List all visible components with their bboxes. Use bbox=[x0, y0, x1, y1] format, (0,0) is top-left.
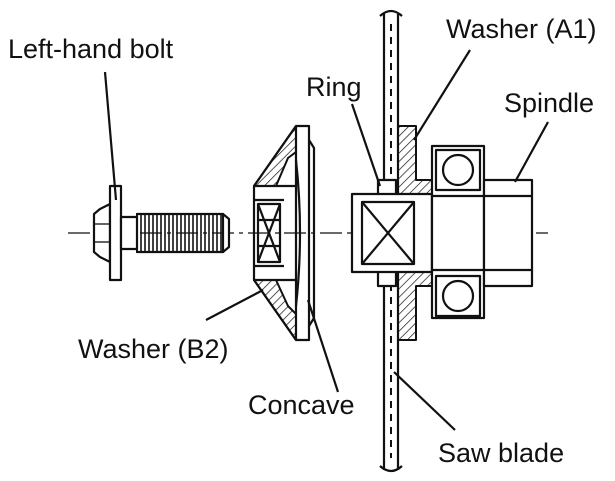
leader-saw-blade bbox=[393, 371, 456, 431]
leader-lines bbox=[103, 49, 549, 431]
label-washer-a1: Washer (A1) bbox=[446, 14, 597, 44]
label-ring: Ring bbox=[306, 72, 362, 102]
leader-ring bbox=[350, 103, 382, 187]
leader-washer-b2 bbox=[205, 289, 264, 321]
spindle-hub bbox=[350, 192, 434, 274]
leader-spindle bbox=[514, 121, 549, 183]
label-washer-b2: Washer (B2) bbox=[78, 334, 229, 364]
leader-concave bbox=[306, 299, 340, 393]
leader-washer-a1 bbox=[413, 49, 471, 141]
spindle-part bbox=[430, 144, 534, 320]
label-saw-blade: Saw blade bbox=[438, 438, 564, 468]
label-left-hand-bolt: Left-hand bolt bbox=[8, 34, 174, 64]
left-hand-bolt-part bbox=[92, 184, 231, 282]
label-concave: Concave bbox=[248, 390, 355, 420]
washer-b2-part bbox=[252, 124, 316, 342]
label-spindle: Spindle bbox=[504, 88, 594, 118]
leader-left-hand-bolt bbox=[103, 71, 118, 201]
